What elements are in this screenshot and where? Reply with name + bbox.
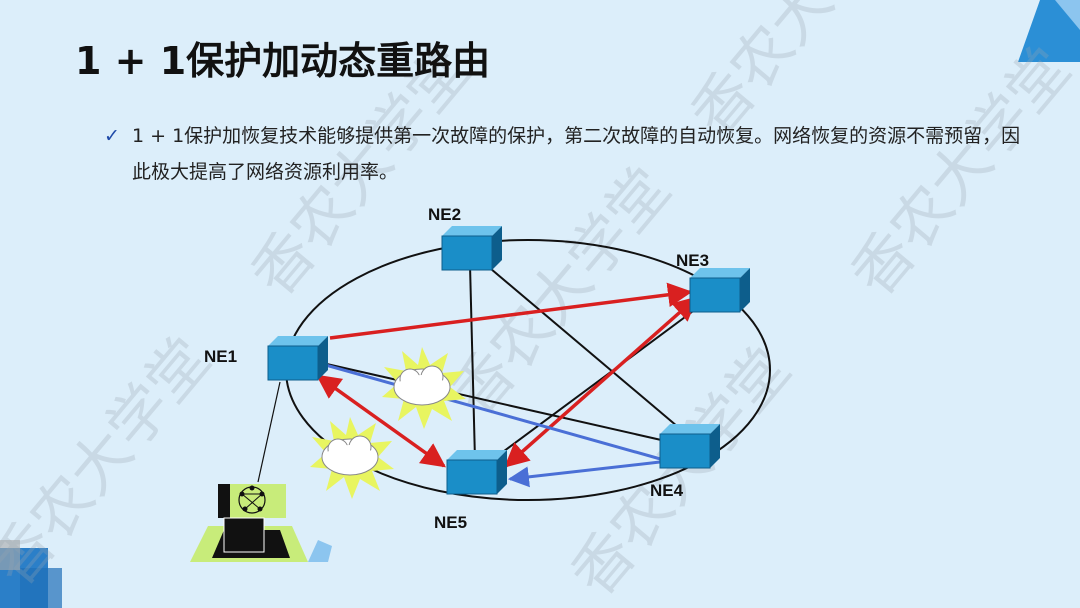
bottom-left-decoration: [0, 540, 62, 608]
node-label-ne4: NE4: [650, 481, 684, 500]
management-link: [257, 381, 281, 483]
node-ne2: [441, 226, 502, 271]
red-path-ne3-ne5: [504, 296, 698, 468]
node-ne5: [446, 450, 507, 495]
blue-path-ne4-ne5: [507, 460, 661, 488]
node-ne1: [267, 336, 328, 381]
management-station-icon: [190, 484, 332, 562]
blue-path-ne1-ne4: [321, 362, 665, 462]
page-title: 1 + 1保护加动态重路由: [75, 39, 491, 83]
fault-burst-icon: [310, 417, 394, 499]
node-ne3: [689, 268, 750, 313]
node-label-ne2: NE2: [428, 205, 461, 224]
top-right-decoration: [1018, 0, 1080, 62]
node-label-ne1: NE1: [204, 347, 237, 366]
bullet-text: 1 + 1保护加恢复技术能够提供第一次故障的保护，第二次故障的自动恢复。网络恢复…: [132, 125, 1021, 183]
node-ne4: [659, 424, 720, 469]
node-label-ne3: NE3: [676, 251, 709, 270]
red-path-ne1-ne5: [316, 374, 446, 468]
node-label-ne5: NE5: [434, 513, 467, 532]
bullet-item: ✓ 1 + 1保护加恢复技术能够提供第一次故障的保护，第二次故障的自动恢复。网络…: [104, 118, 1034, 190]
check-icon: ✓: [104, 125, 120, 147]
fault-burst-icon: [382, 347, 466, 429]
link-ne2-ne5: [469, 264, 476, 461]
red-path-ne3-ne1: [329, 282, 693, 340]
